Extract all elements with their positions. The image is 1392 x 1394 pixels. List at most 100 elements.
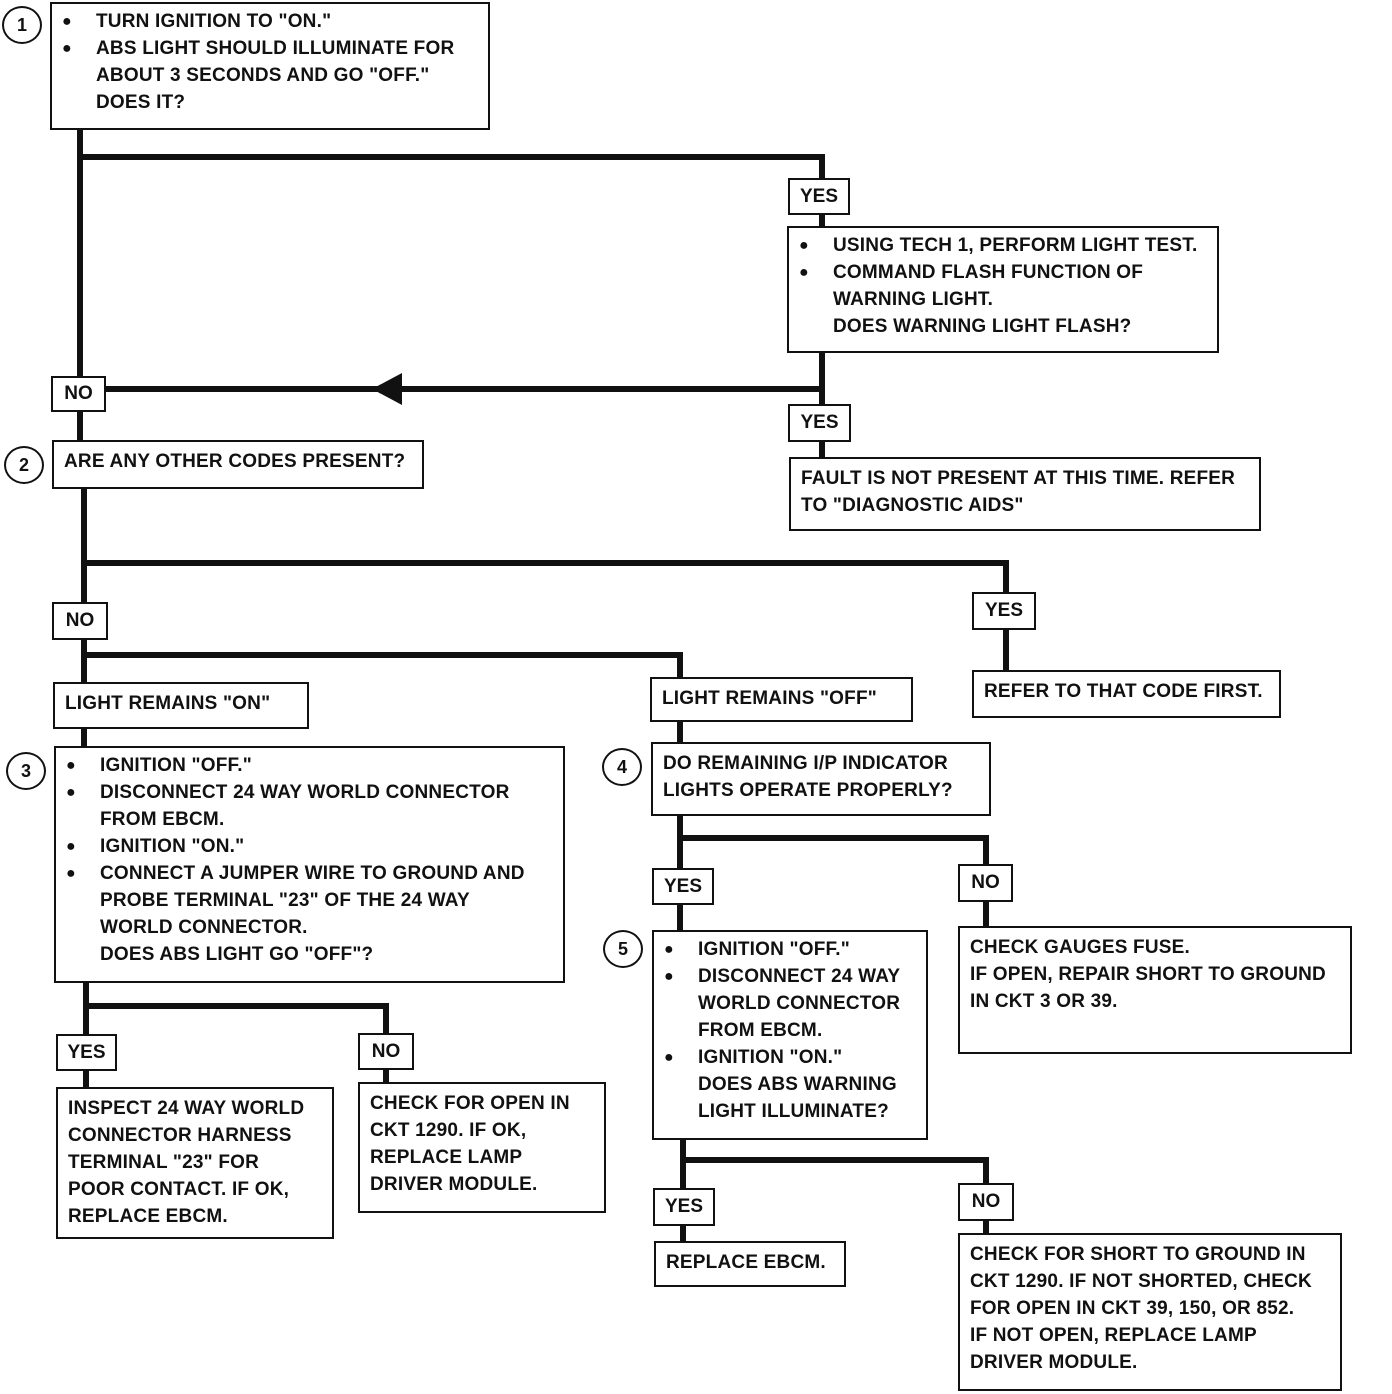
- continuation-text: FROM EBCM.: [100, 809, 225, 830]
- no-label: NO: [958, 864, 1013, 902]
- box-text-line: INSPECT 24 WAY WORLD: [68, 1098, 305, 1119]
- light-remains-off-box: LIGHT REMAINS "OFF": [650, 677, 913, 722]
- continuation-text: LIGHT ILLUMINATE?: [698, 1101, 889, 1122]
- box-text-line: LIGHT REMAINS "ON": [65, 693, 271, 714]
- bullet-text: USING TECH 1, PERFORM LIGHT TEST.: [833, 235, 1198, 256]
- box-text-line: IF OPEN, REPAIR SHORT TO GROUND: [970, 964, 1326, 985]
- step-4-box: DO REMAINING I/P INDICATOR LIGHTS OPERAT…: [651, 742, 991, 816]
- bullet-icon: ●: [799, 237, 809, 254]
- inspect-connector-box: INSPECT 24 WAY WORLD CONNECTOR HARNESS T…: [56, 1087, 334, 1239]
- bullet-row: ● COMMAND FLASH FUNCTION OF: [799, 259, 1207, 286]
- box-text-line: FOR OPEN IN CKT 39, 150, OR 852.: [970, 1298, 1295, 1319]
- box-text-line: TERMINAL "23" FOR: [68, 1152, 260, 1173]
- step-2-marker: 2: [4, 446, 44, 484]
- bullet-row: ● DISCONNECT 24 WAY WORLD CONNECTOR: [66, 779, 553, 806]
- box-text-line: LIGHTS OPERATE PROPERLY?: [663, 780, 953, 801]
- left-arrow-icon: [372, 373, 402, 405]
- bullet-text: CONNECT A JUMPER WIRE TO GROUND AND: [100, 863, 525, 884]
- box-text-line: DRIVER MODULE.: [370, 1174, 538, 1195]
- bullet-row: ● USING TECH 1, PERFORM LIGHT TEST.: [799, 232, 1207, 259]
- box-text-line: TO "DIAGNOSTIC AIDS": [801, 495, 1024, 516]
- yes-label: YES: [788, 178, 850, 215]
- step-1-box: ● TURN IGNITION TO "ON." ● ABS LIGHT SHOUL…: [50, 2, 490, 130]
- box-text-line: IN CKT 3 OR 39.: [970, 991, 1118, 1012]
- yes-label: YES: [56, 1034, 117, 1071]
- yes-label: YES: [653, 1188, 715, 1226]
- box-text-line: DO REMAINING I/P INDICATOR: [663, 753, 948, 774]
- box-text-line: REFER TO THAT CODE FIRST.: [984, 681, 1263, 702]
- bullet-row: ● ABS LIGHT SHOULD ILLUMINATE FOR: [62, 35, 478, 62]
- bullet-icon: ●: [66, 784, 76, 801]
- continuation-text: DOES ABS LIGHT GO "OFF"?: [100, 944, 374, 965]
- bullet-icon: ●: [62, 40, 72, 57]
- box-text-line: ARE ANY OTHER CODES PRESENT?: [64, 451, 406, 472]
- yes-label: YES: [972, 592, 1036, 630]
- bullet-icon: ●: [66, 757, 76, 774]
- step-2-box: ARE ANY OTHER CODES PRESENT?: [52, 440, 424, 489]
- refer-to-code-box: REFER TO THAT CODE FIRST.: [972, 670, 1281, 718]
- box-text-line: CKT 1290. IF OK,: [370, 1120, 527, 1141]
- bullet-text: IGNITION "OFF.": [698, 939, 850, 960]
- bullet-row: ● IGNITION "OFF.": [664, 936, 916, 963]
- continuation-text: PROBE TERMINAL "23" OF THE 24 WAY: [100, 890, 470, 911]
- bullet-text: COMMAND FLASH FUNCTION OF: [833, 262, 1144, 283]
- bullet-icon: ●: [66, 838, 76, 855]
- light-remains-on-box: LIGHT REMAINS "ON": [53, 682, 309, 729]
- continuation-text: DOES ABS WARNING: [698, 1074, 897, 1095]
- box-text-line: REPLACE EBCM.: [666, 1252, 826, 1273]
- bullet-text: IGNITION "OFF.": [100, 755, 252, 776]
- box-text-line: DRIVER MODULE.: [970, 1352, 1138, 1373]
- bullet-row: ● TURN IGNITION TO "ON.": [62, 8, 478, 35]
- bullet-text: IGNITION "ON.": [100, 836, 245, 857]
- step-5-marker: 5: [603, 930, 643, 968]
- box-text-line: IF NOT OPEN, REPLACE LAMP: [970, 1325, 1257, 1346]
- bullet-row: ● DISCONNECT 24 WAY: [664, 963, 916, 990]
- box-text-line: CHECK FOR SHORT TO GROUND IN: [970, 1244, 1306, 1265]
- yes-label: YES: [788, 404, 851, 442]
- bullet-row: ● IGNITION "OFF.": [66, 752, 553, 779]
- bullet-row: ● IGNITION "ON.": [664, 1044, 916, 1071]
- step-3-box: ● IGNITION "OFF." ● DISCONNECT 24 WAY WORL…: [54, 746, 565, 983]
- box-text-line: REPLACE LAMP: [370, 1147, 523, 1168]
- box-text-line: LIGHT REMAINS "OFF": [662, 688, 877, 709]
- bullet-text: TURN IGNITION TO "ON.": [96, 11, 332, 32]
- continuation-text: WORLD CONNECTOR.: [100, 917, 308, 938]
- fault-not-present-box: FAULT IS NOT PRESENT AT THIS TIME. REFER…: [789, 457, 1261, 531]
- box-text-line: POOR CONTACT. IF OK,: [68, 1179, 290, 1200]
- bullet-row: ● CONNECT A JUMPER WIRE TO GROUND AND: [66, 860, 553, 887]
- yes-label: YES: [652, 868, 714, 905]
- step-1-marker: 1: [2, 6, 42, 44]
- bullet-text: DISCONNECT 24 WAY WORLD CONNECTOR: [100, 782, 510, 803]
- bullet-text: IGNITION "ON.": [698, 1047, 843, 1068]
- bullet-icon: ●: [664, 1049, 674, 1066]
- step-4-marker: 4: [602, 748, 642, 786]
- no-label: NO: [358, 1033, 414, 1070]
- continuation-text: ABOUT 3 SECONDS AND GO "OFF.": [96, 65, 430, 86]
- no-label: NO: [52, 602, 108, 640]
- continuation-text: DOES WARNING LIGHT FLASH?: [833, 316, 1132, 337]
- continuation-text: WORLD CONNECTOR: [698, 993, 901, 1014]
- step-5-box: ● IGNITION "OFF." ● DISCONNECT 24 WAY WORL…: [652, 930, 928, 1140]
- bullet-icon: ●: [66, 865, 76, 882]
- bullet-icon: ●: [664, 941, 674, 958]
- box-text-line: FAULT IS NOT PRESENT AT THIS TIME. REFER: [801, 468, 1236, 489]
- bullet-text: DISCONNECT 24 WAY: [698, 966, 901, 987]
- check-short-to-ground-box: CHECK FOR SHORT TO GROUND IN CKT 1290. I…: [958, 1233, 1342, 1391]
- light-test-box: ● USING TECH 1, PERFORM LIGHT TEST. ● COMM…: [787, 226, 1219, 353]
- box-text-line: CKT 1290. IF NOT SHORTED, CHECK: [970, 1271, 1312, 1292]
- no-label: NO: [958, 1183, 1014, 1221]
- continuation-text: FROM EBCM.: [698, 1020, 823, 1041]
- box-text-line: CHECK FOR OPEN IN: [370, 1093, 570, 1114]
- continuation-text: WARNING LIGHT.: [833, 289, 994, 310]
- bullet-icon: ●: [664, 968, 674, 985]
- step-3-marker: 3: [6, 752, 46, 790]
- bullet-icon: ●: [799, 264, 809, 281]
- no-label: NO: [51, 376, 106, 412]
- bullet-icon: ●: [62, 13, 72, 30]
- replace-ebcm-box: REPLACE EBCM.: [654, 1241, 846, 1287]
- check-open-ckt-1290-box: CHECK FOR OPEN IN CKT 1290. IF OK, REPLA…: [358, 1082, 606, 1213]
- bullet-text: ABS LIGHT SHOULD ILLUMINATE FOR: [96, 38, 455, 59]
- box-text-line: CONNECTOR HARNESS: [68, 1125, 292, 1146]
- check-gauges-fuse-box: CHECK GAUGES FUSE. IF OPEN, REPAIR SHORT…: [958, 926, 1352, 1054]
